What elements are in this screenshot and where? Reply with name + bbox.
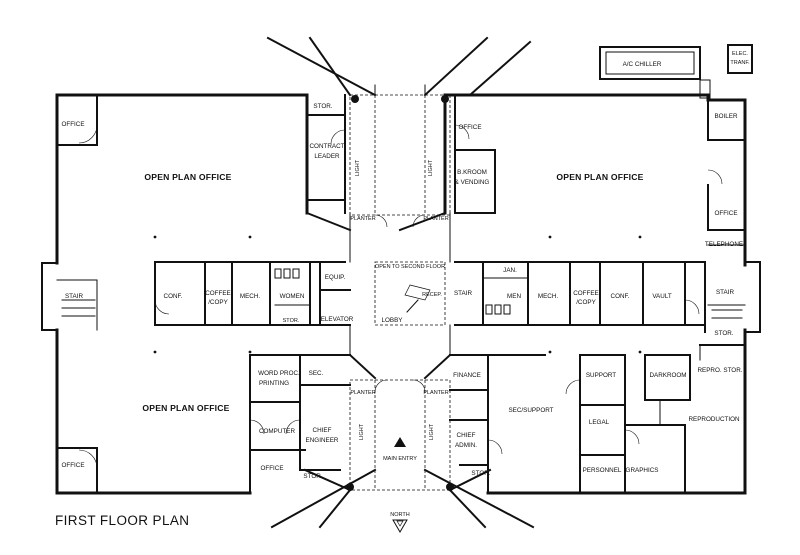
north-arrow [392, 519, 408, 533]
stor-west-label: STOR. [283, 318, 300, 324]
elevator-label: ELEVATOR [321, 316, 354, 323]
corridor-dashes [349, 94, 451, 491]
personnel-label: PERSONNEL [583, 467, 622, 474]
sec-support-label: SEC/SUPPORT [508, 407, 553, 414]
coffee-copy-east-label-2: /COPY [576, 299, 596, 306]
equip-label: EQUIP. [325, 274, 346, 281]
north-arrow-inner [396, 520, 404, 527]
light-nw-label: LIGHT [355, 159, 361, 176]
stor-east-label: STOR. [714, 330, 733, 337]
chief-admin-label-1: CHIEF [457, 432, 476, 439]
lobby-label: LOBBY [382, 317, 404, 324]
planter-ne-label: PLANTER [423, 216, 448, 222]
diagonal-walls [266, 36, 535, 529]
stair-center-label: STAIR [454, 290, 473, 297]
word-proc-label-2: PRINTING [259, 380, 289, 387]
breakroom-label-1: B.KROOM [457, 169, 487, 176]
mech-east-label: MECH. [538, 293, 559, 300]
conf-west-label: CONF. [164, 293, 183, 300]
graphics-label: GRAPHICS [626, 467, 659, 474]
women-label: WOMEN [280, 293, 305, 300]
open-plan-office-sw-label: OPEN PLAN OFFICE [142, 403, 229, 413]
coffee-copy-west-label-1: COFFEE [205, 290, 231, 297]
reproduction-label: REPRODUCTION [688, 416, 740, 423]
office-ne-label: OFFICE [458, 124, 481, 131]
chief-admin-label-2: ADMIN. [455, 442, 477, 449]
office-east-label: OFFICE [714, 210, 737, 217]
planter-se-label: PLANTER [423, 390, 448, 396]
planter-sw-label: PLANTER [350, 390, 375, 396]
office-south-label: OFFICE [260, 465, 283, 472]
light-ne-label: LIGHT [428, 159, 434, 176]
outdoor-equipment [599, 44, 753, 99]
contract-leader-label-1: CONTRACT [310, 143, 345, 150]
contract-leader-label-2: LEADER [314, 153, 340, 160]
stair-west-label: STAIR [65, 293, 84, 300]
elec-transformer-label-2: TRANF. [730, 60, 750, 66]
boiler-label: BOILER [714, 113, 738, 120]
light-sw-label: LIGHT [359, 423, 365, 440]
room-labels: OFFICE OPEN PLAN OFFICE STOR. CONTRACT L… [61, 51, 750, 518]
plan-title: FIRST FLOOR PLAN [55, 513, 189, 528]
entry-arrow [394, 437, 406, 447]
chief-engineer-label-2: ENGINEER [306, 437, 339, 444]
telephone-label: TELEPHONE [705, 241, 743, 248]
men-label: MEN [507, 293, 521, 300]
interior-walls [56, 94, 746, 494]
chief-engineer-label-1: CHIEF [313, 427, 332, 434]
open-plan-office-ne-label: OPEN PLAN OFFICE [556, 172, 643, 182]
stor-north-label: STOR. [313, 103, 332, 110]
coffee-copy-west-label-2: /COPY [208, 299, 228, 306]
repro-stor-label: REPRO. STOR. [697, 367, 742, 374]
coffee-copy-east-label-1: COFFEE [573, 290, 599, 297]
conf-east-label: CONF. [611, 293, 630, 300]
open-to-second-floor-label: OPEN TO SECOND FLOOR [375, 264, 445, 270]
stair-east-label: STAIR [716, 289, 735, 296]
north-label: NORTH [390, 512, 409, 518]
word-proc-label-1: WORD PROC. [258, 370, 300, 377]
legal-label: LEGAL [589, 419, 610, 426]
door-swings [78, 124, 723, 469]
stor-se-label: STOR. [471, 470, 490, 477]
office-nw-label: OFFICE [61, 121, 84, 128]
ac-chiller-label: A/C CHILLER [623, 61, 662, 68]
computer-label: COMPUTER [259, 428, 295, 435]
planter-nw-label: PLANTER [350, 216, 375, 222]
recep-label: RECEP. [422, 292, 442, 298]
stor-sw-label: STOR. [303, 473, 322, 480]
stair-treads [61, 299, 743, 319]
lobby [349, 212, 451, 356]
darkroom-label: DARKROOM [649, 372, 686, 379]
vault-label: VAULT [652, 293, 672, 300]
finance-label: FINANCE [453, 372, 481, 379]
breakroom-label-2: & VENDING [455, 179, 490, 186]
sec-label: SEC. [309, 370, 324, 377]
light-se-label: LIGHT [429, 423, 435, 440]
main-entry-label: MAIN ENTRY [383, 456, 417, 462]
mech-west-label: MECH. [240, 293, 261, 300]
restroom-fixtures [274, 268, 511, 315]
office-sw-label: OFFICE [61, 462, 84, 469]
columns [153, 95, 642, 491]
jan-label: JAN. [503, 267, 517, 274]
support-label: SUPPORT [586, 372, 616, 379]
elec-transformer-label-1: ELEC. [732, 51, 748, 57]
open-plan-office-nw-label: OPEN PLAN OFFICE [144, 172, 231, 182]
